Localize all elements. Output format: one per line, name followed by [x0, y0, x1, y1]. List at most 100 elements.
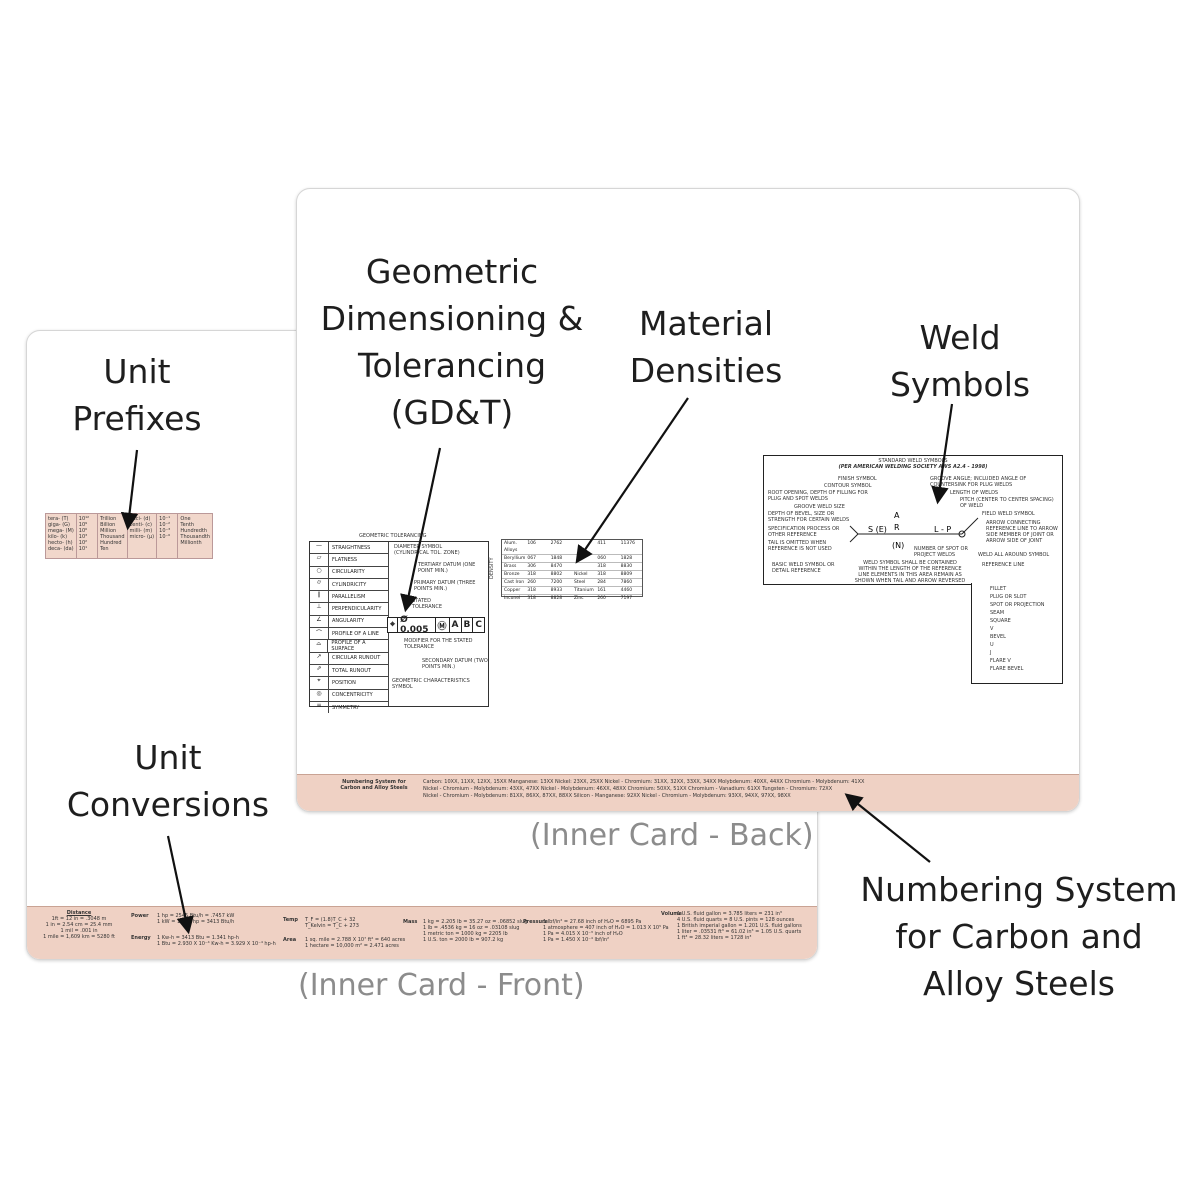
conv-line: 1 mil = .001 in	[60, 928, 98, 934]
concentricity-icon: ◎	[310, 689, 329, 701]
weld-callout: REFERENCE LINE	[982, 562, 1025, 568]
prefix-col-3: Trillion Billion Million Thousand Hundre…	[98, 514, 128, 558]
cell: Thousandth	[180, 534, 211, 540]
cell: 318	[527, 588, 536, 593]
conv-line: 1 Kw-h = 3413 Btu = 1.341 hp-h	[157, 935, 239, 941]
gdt-symbol-label: POSITION	[332, 679, 356, 686]
gdt-callout: PRIMARY DATUM (THREE POINTS MIN.)	[414, 580, 476, 592]
cell: 161	[597, 588, 606, 593]
cell: Bronze	[504, 572, 520, 577]
cell: centi- (c)	[129, 522, 152, 528]
power-heading: Power	[131, 913, 149, 919]
label-line: Conversions	[66, 785, 270, 824]
weld-callout: WELD SYMBOL SHALL BE CONTAINED WITHIN TH…	[854, 560, 966, 584]
cell: deci- (d)	[129, 516, 151, 522]
gdt-symbol-row: ⌭CYLINDRICITY	[310, 578, 388, 592]
label-line: (GD&T)	[390, 393, 514, 432]
cell: 318	[527, 572, 536, 577]
mass-block: Mass 1 kg = 2.205 lb = 35.27 oz = .06852…	[403, 919, 527, 943]
cell: deca- (da)	[48, 546, 74, 552]
label-line: Tolerancing	[357, 346, 547, 385]
weld-type-fillet: FILLET	[990, 586, 1007, 592]
gdt-symbol-row: ⌓PROFILE OF A SURFACE	[310, 640, 388, 653]
arrow-material-densities	[575, 397, 689, 564]
total-runout-icon: ⇗	[310, 664, 329, 677]
weld-callout: DEPTH OF BEVEL, SIZE OR STRENGTH FOR CER…	[768, 511, 850, 523]
cell: Trillion	[100, 516, 117, 522]
cell: 260	[527, 580, 536, 585]
conv-line: 1 liter = .03531 ft³ = 61.02 in³ = 1.05 …	[677, 929, 802, 935]
weld-type-plug: PLUG OR SLOT	[990, 594, 1027, 600]
cell: 4460	[620, 588, 633, 593]
cell: 10⁻¹	[159, 516, 171, 522]
conv-line: 1 Pa = 4.015 X 10⁻³ inch of H₂O	[543, 931, 623, 937]
energy-block: Energy 1 Kw-h = 3413 Btu = 1.341 hp-h 1 …	[131, 935, 276, 947]
cell: 1848	[550, 556, 563, 561]
power-block: Power 1 hp = 2545 Btu/h = .7457 kW 1 kW …	[131, 913, 234, 925]
weld-symbols-panel: STANDARD WELD SYMBOLS (PER AMERICAN WELD…	[763, 455, 1063, 687]
cell: 10⁻⁶	[159, 534, 171, 540]
fcf-tolerance: Ø 0.005	[398, 615, 436, 635]
arrow-weld-symbols	[931, 403, 954, 505]
unit-prefixes-label: Unit Prefixes	[44, 348, 230, 442]
weld-diagram-frame: STANDARD WELD SYMBOLS (PER AMERICAN WELD…	[763, 455, 1063, 585]
caption-front: (Inner Card - Front)	[298, 968, 585, 1003]
conv-line: 1 hp = 2545 Btu/h = .7457 kW	[157, 913, 235, 919]
label-line: Weld	[919, 318, 1001, 357]
gdt-callout: SECONDARY DATUM (TWO POINTS MIN.)	[422, 658, 488, 670]
caption-back: (Inner Card - Back)	[530, 818, 814, 853]
cell: 7860	[620, 580, 633, 585]
gdt-symbol-row: ⇗TOTAL RUNOUT	[310, 664, 388, 678]
numbering-line: Nickel - Chromium - Molybdenum: 43XX, 47…	[423, 786, 833, 792]
position-icon: ⌖	[388, 618, 399, 632]
numbering-line: Carbon: 10XX, 11XX, 12XX, 15XX Manganese…	[423, 779, 865, 785]
weld-reference-line-icon: A R S (E) L - P (N)	[849, 511, 979, 550]
conv-line: 1 sq. mile = 2.788 X 10⁷ ft² = 640 acres	[305, 937, 406, 943]
cell: Brass	[504, 564, 517, 569]
temp-heading: Temp	[283, 917, 298, 923]
weld-callout: LENGTH OF WELDS	[950, 490, 999, 496]
mmc-icon: Ⓜ	[436, 618, 450, 632]
conv-line: 1 hectare = 10,000 m² = 2.471 acres	[305, 943, 399, 949]
gdt-symbol-label: CONCENTRICITY	[332, 692, 373, 699]
label-line: Prefixes	[72, 399, 202, 438]
feature-control-frame: ⌖ Ø 0.005 Ⓜ A B C	[387, 615, 485, 635]
conv-line: 1 in = 2.54 cm = 25.4 mm	[45, 922, 113, 928]
arrow-unit-conversions	[166, 835, 194, 935]
cell: Nickel	[573, 572, 588, 577]
label-line: Symbols	[889, 365, 1031, 404]
cell: kilo- (k)	[48, 534, 68, 540]
gdt-symbol-label: TOTAL RUNOUT	[332, 667, 371, 674]
gdt-symbol-label: PROFILE OF A LINE	[332, 630, 379, 637]
label-line: Unit	[103, 352, 171, 391]
weld-type-j: J	[990, 650, 992, 656]
gdt-symbol-row: ▱FLATNESS	[310, 554, 388, 567]
gdt-symbol-row: ∠ANGULARITY	[310, 615, 388, 629]
cell: 10¹	[78, 546, 88, 552]
weld-symbols-label: Weld Symbols	[872, 314, 1048, 408]
weld-callout: GROOVE WELD SIZE	[794, 504, 845, 510]
arrow-numbering-system	[844, 793, 931, 863]
numbering-line: Nickel - Chromium - Molybdenum: 81XX, 86…	[423, 793, 791, 799]
cell: 318	[527, 596, 536, 601]
gdt-symbol-label: STRAIGHTNESS	[332, 544, 371, 551]
cell: One	[180, 516, 191, 522]
cell: 8828	[550, 596, 563, 601]
temp-block: Temp T_F = (1.8)T_C + 32 T_Kelvin = T_C …	[283, 917, 359, 929]
cell: 10³	[78, 534, 88, 540]
perpendicularity-icon: ⊥	[310, 603, 329, 615]
gdt-symbol-label: PARALLELISM	[332, 593, 366, 600]
label-line: for Carbon and	[895, 917, 1143, 956]
fcf-datum: C	[475, 620, 482, 630]
gdt-label: Geometric Dimensioning & Tolerancing (GD…	[304, 248, 600, 436]
weld-callout: ARROW CONNECTING REFERENCE LINE TO ARROW…	[986, 520, 1058, 544]
prefix-col-2: 10¹² 10⁹ 10⁶ 10³ 10² 10¹	[77, 514, 99, 558]
cell: 411	[597, 541, 606, 546]
weld-callout: FIELD WELD SYMBOL	[982, 511, 1035, 517]
position-icon: ⌖	[310, 677, 329, 689]
